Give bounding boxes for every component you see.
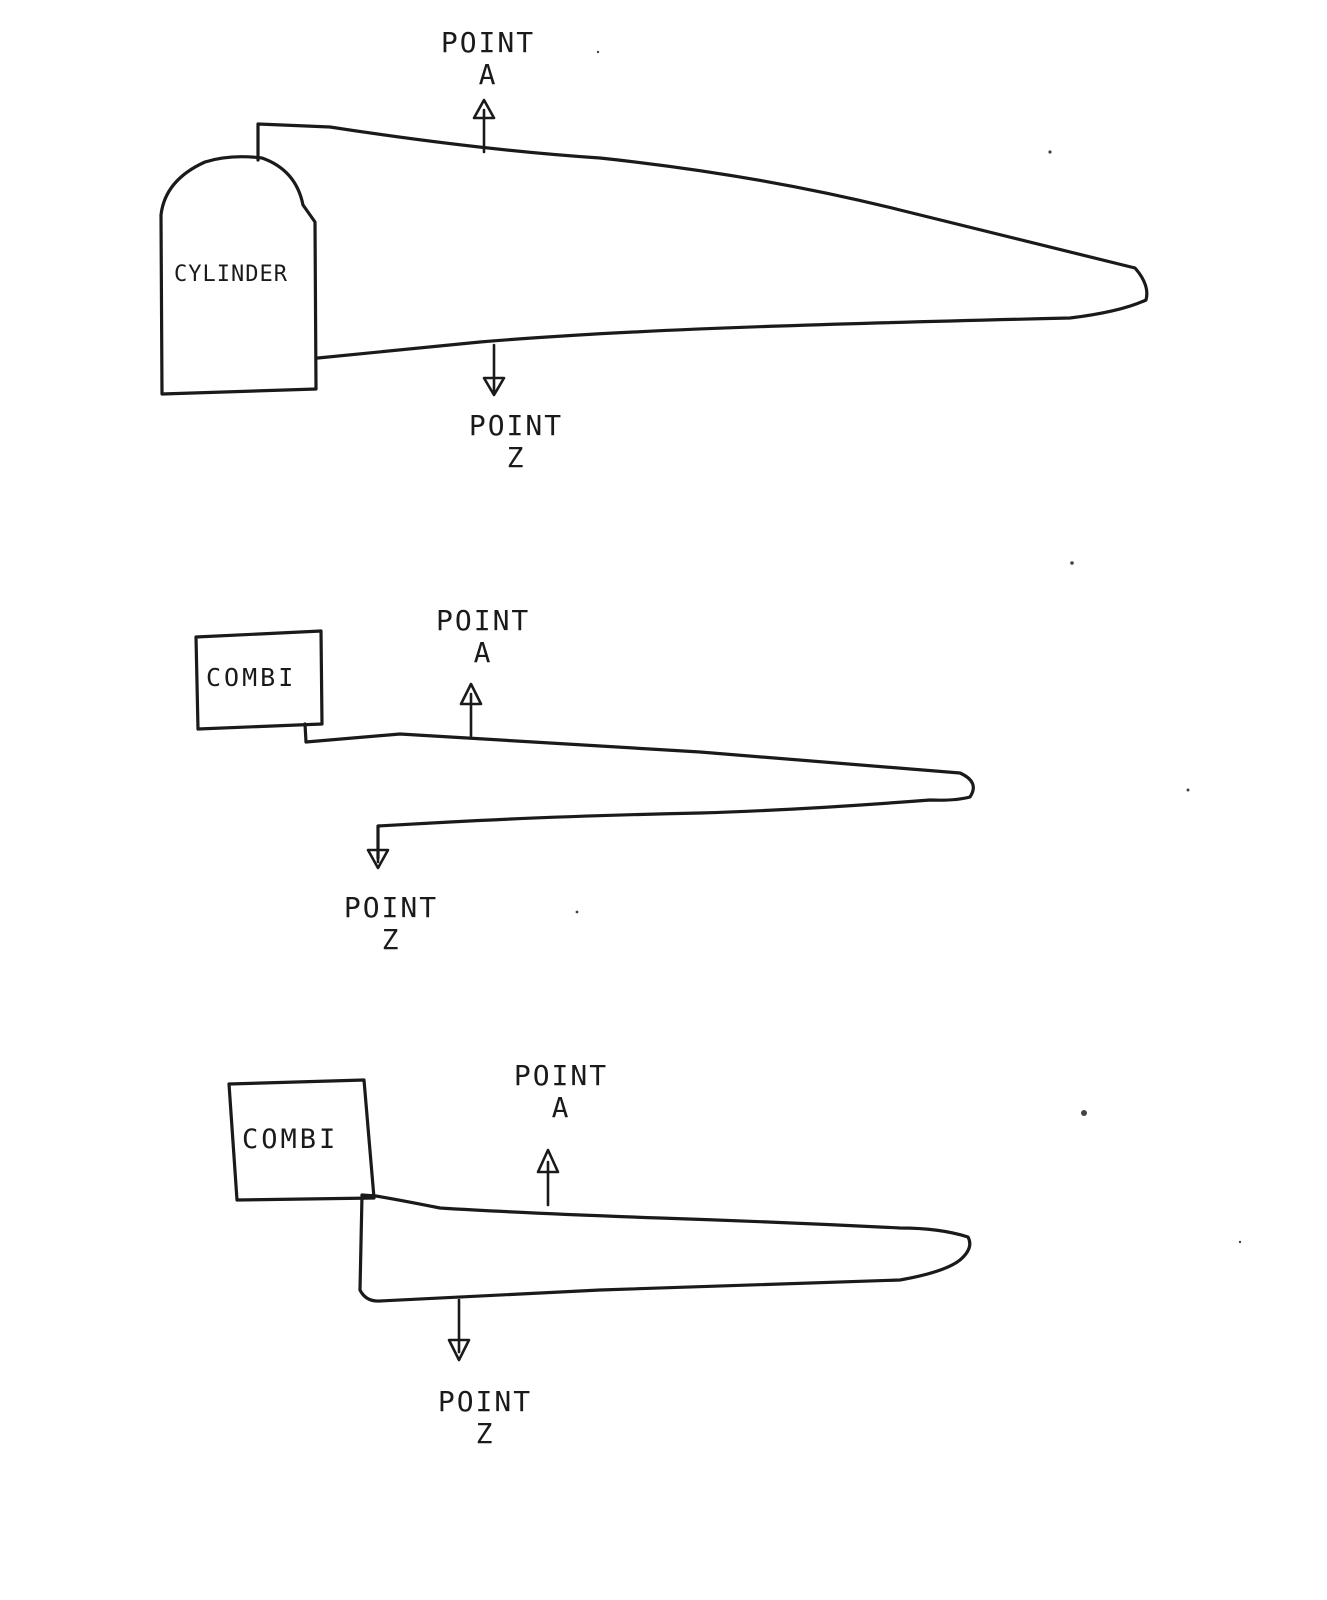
cylinder-shape [159, 155, 318, 396]
point-z-label-2: POINT Z [341, 891, 441, 957]
point-z-word: POINT [343, 891, 439, 924]
point-a-label-2: POINT A [436, 604, 531, 670]
point-a-word: POINT [513, 1059, 609, 1092]
point-a-letter: A [473, 636, 493, 670]
combi-label-1: COMBI [206, 663, 297, 692]
point-z-letter: Z [381, 923, 401, 957]
pipe-loop-3 [358, 1193, 972, 1303]
cylinder-label: CYLINDER [174, 262, 288, 287]
point-a-letter: A [478, 58, 498, 92]
point-a-label-3: POINT A [513, 1059, 609, 1125]
point-z-word: POINT [468, 409, 564, 442]
point-a-letter: A [551, 1091, 571, 1125]
diagram-1 [159, 98, 1149, 397]
arrow-up-1 [472, 98, 496, 154]
pipe-loop-2 [303, 722, 975, 860]
arrow-down-1 [482, 343, 506, 397]
diagram-2 [194, 629, 975, 870]
arrow-down-2 [366, 846, 390, 870]
combi-label-2: COMBI [242, 1124, 339, 1155]
point-z-label-1: POINT Z [466, 409, 566, 475]
pipe-loop-1 [256, 122, 1149, 360]
combi-box-1 [194, 629, 324, 731]
point-a-label-1: POINT A [440, 26, 536, 92]
point-a-word: POINT [440, 26, 536, 59]
paper-specks [575, 50, 1242, 1244]
point-z-letter: Z [506, 441, 526, 475]
diagram-3 [227, 1078, 972, 1362]
combi-box-2 [227, 1078, 376, 1202]
arrow-up-3 [536, 1148, 560, 1207]
arrow-up-2 [459, 682, 483, 738]
point-z-word: POINT [437, 1385, 533, 1418]
point-a-word: POINT [436, 604, 531, 637]
point-z-label-3: POINT Z [433, 1385, 537, 1451]
point-z-letter: Z [475, 1417, 495, 1451]
arrow-down-3 [447, 1298, 471, 1362]
